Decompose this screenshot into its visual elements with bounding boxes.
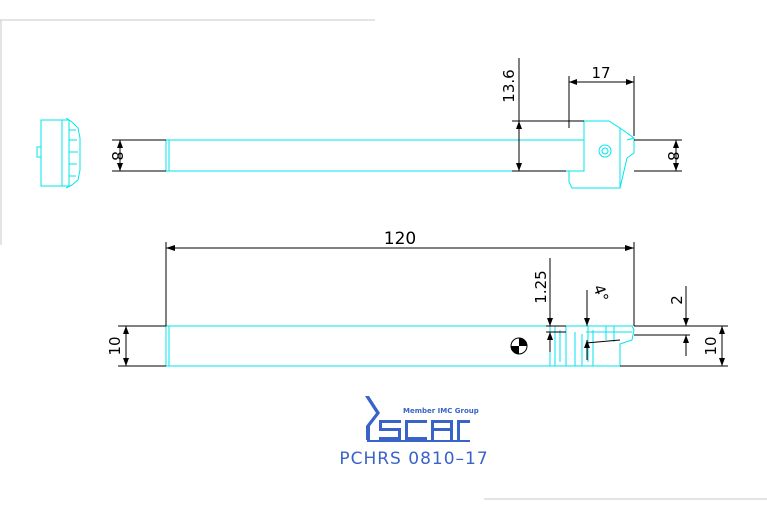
- part-number: PCHRS 0810–17: [339, 449, 488, 469]
- iscar-logo-icon: [365, 396, 470, 442]
- center-mark-icon: [510, 337, 528, 355]
- dim-1-25: [546, 258, 566, 352]
- dim-17: [568, 76, 635, 136]
- dim-10-right-text: 10: [702, 336, 720, 355]
- dim-120: [165, 242, 635, 326]
- dim-8-right-text: 8: [664, 151, 682, 161]
- dim-4-deg: [584, 290, 621, 360]
- dim-2: [634, 286, 690, 356]
- dim-4-deg-text: 4°: [589, 282, 612, 304]
- dim-17-text: 17: [591, 64, 610, 82]
- dim-13-6-text: 13.6: [500, 69, 518, 102]
- end-view: [36, 117, 81, 189]
- dim-8-left-text: 8: [108, 151, 126, 161]
- dim-2-text: 2: [668, 295, 686, 305]
- dim-8-left: [112, 139, 166, 172]
- dim-13-6: [512, 58, 584, 172]
- dim-10-left-text: 10: [106, 336, 124, 355]
- dim-120-text: 120: [384, 229, 416, 249]
- dim-1-25-text: 1.25: [532, 270, 550, 303]
- logo-tagline: Member IMC Group: [403, 407, 479, 415]
- dim-8-right: [634, 139, 682, 172]
- top-view-body: [165, 120, 635, 189]
- dim-10-right: [620, 325, 728, 367]
- dim-10-left: [118, 325, 166, 367]
